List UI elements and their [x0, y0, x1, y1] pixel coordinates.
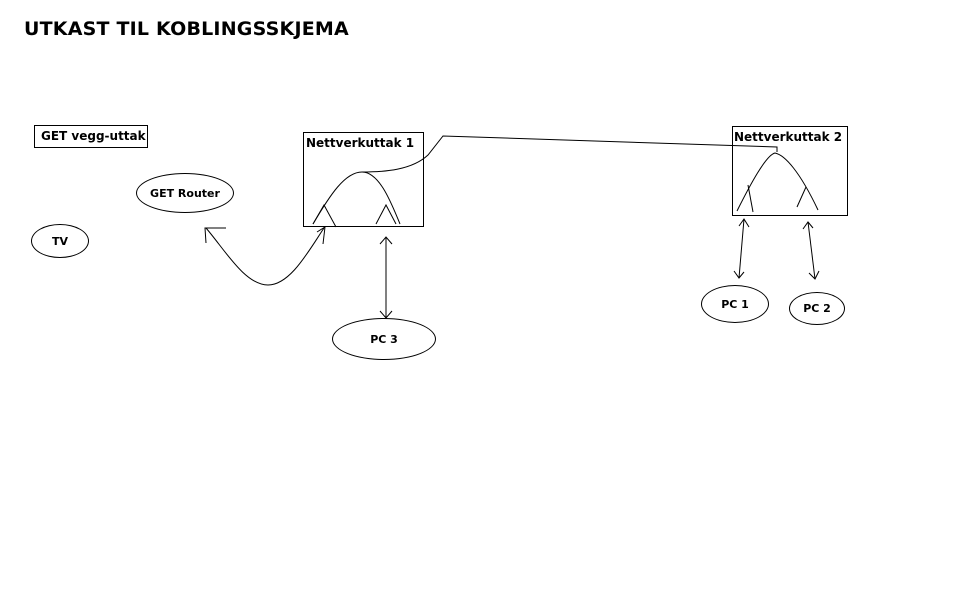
outlet1-box: Nettverkuttak 1 — [303, 132, 424, 227]
outlet1-internal-curve — [312, 171, 401, 225]
outlet2-internal-curve — [736, 152, 819, 212]
outlet-link-cable — [361, 135, 778, 173]
outlet1-left-fork — [312, 203, 337, 228]
pc3-arrow-top — [379, 236, 393, 245]
router-arrowhead — [204, 227, 226, 244]
pc3-node: PC 3 — [332, 318, 436, 360]
router-label: GET Router — [150, 186, 220, 200]
outlet2-pc2-link — [807, 221, 816, 280]
outlet1-arrowhead — [316, 226, 326, 245]
diagram-title: UTKAST TIL KOBLINGSSKJEMA — [24, 18, 349, 40]
pc3-arrow-bottom — [379, 310, 393, 319]
pc3-label: PC 3 — [370, 332, 398, 346]
router-outlet1-cable — [205, 227, 325, 286]
outlet2-box: Nettverkuttak 2 — [732, 126, 848, 216]
wall-outlet-label: GET vegg-uttak — [41, 129, 146, 143]
outlet2-label: Nettverkuttak 2 — [734, 130, 843, 144]
wall-outlet-box: GET vegg-uttak — [34, 125, 148, 148]
outlet1-right-fork — [375, 203, 397, 225]
pc1-arrow-bottom — [733, 270, 745, 279]
outlet2-pc1-link — [738, 218, 745, 279]
outlet1-label: Nettverkuttak 1 — [306, 136, 415, 150]
outlet2-right-leg — [796, 186, 807, 208]
pc1-label: PC 1 — [721, 297, 749, 311]
pc1-arrow-top — [738, 218, 750, 228]
pc2-node: PC 2 — [789, 292, 845, 325]
pc1-node: PC 1 — [701, 285, 769, 323]
tv-label: TV — [51, 234, 69, 248]
outlet2-left-leg — [747, 184, 754, 213]
pc2-arrow-bottom — [808, 270, 820, 280]
router-node: GET Router — [136, 173, 234, 213]
pc2-arrow-top — [802, 221, 814, 230]
pc2-label: PC 2 — [803, 302, 831, 315]
tv-node: TV — [31, 224, 89, 258]
